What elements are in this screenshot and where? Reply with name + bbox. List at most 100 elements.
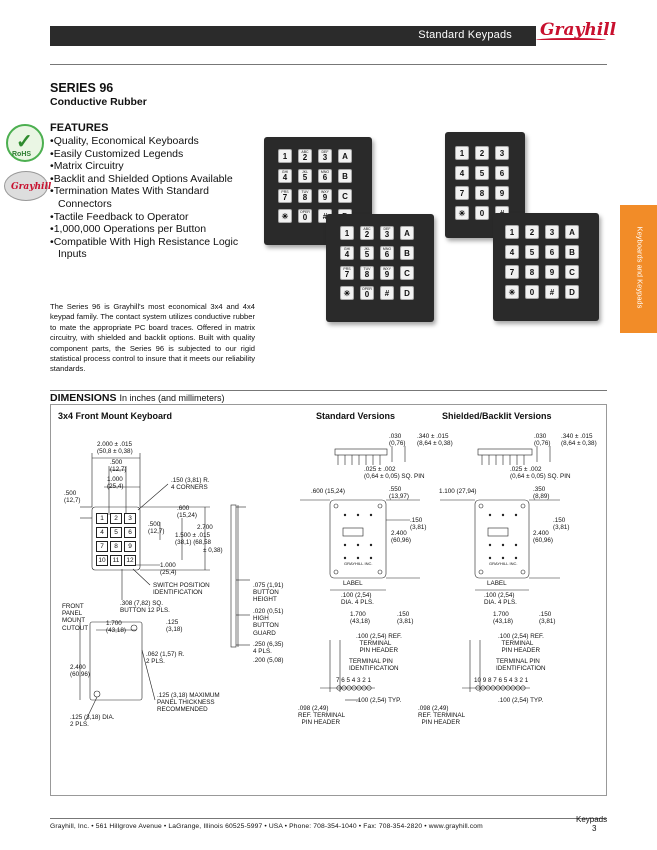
key-label: 4 (509, 248, 515, 257)
dim-label: .150(3,81) (397, 611, 413, 625)
dim-text: 2.700 (197, 524, 213, 531)
dim-text: 2.400 (533, 530, 549, 537)
dim-label: 1.700(43,18) (106, 620, 126, 634)
dim-text: .150 (410, 517, 423, 524)
features-heading: FEATURES (50, 122, 109, 134)
dim-label: 1.000(25,4) (160, 562, 176, 576)
key-label: 7 (282, 193, 288, 202)
keypad-key: 5 (475, 166, 489, 180)
dim-text: .100 (2,54) TYP. (498, 697, 544, 704)
dim-text: REF. TERMINAL (418, 712, 466, 720)
dim-text: .125 (3,18) MAXIMUM (157, 692, 220, 699)
feature-item: Easily Customized Legends (50, 148, 250, 161)
dim-text: 10 9 8 7 6 5 4 3 2 1 (474, 677, 529, 684)
checkmark-icon: ✓ (16, 131, 33, 153)
dim-label: .340 ± .015(8,64 ± 0,38) (417, 433, 453, 447)
key-label: ✳ (508, 288, 516, 297)
dim-label: GRAYHILL INC. (344, 560, 372, 567)
dim-text: MOUNT (62, 617, 86, 625)
keypad-key: 1 (340, 226, 354, 240)
key-legend: DEF (383, 227, 391, 231)
dim-text: HEIGHT (253, 596, 277, 604)
dim-label: .200 (5,08) (253, 657, 283, 664)
page-number: 3 (592, 824, 597, 833)
dim-text: PIN HEADER (421, 719, 461, 727)
keypad-key: B (565, 245, 579, 259)
feature-item: Matrix Circuitry (50, 160, 250, 173)
keypad-key: ✳ (278, 209, 292, 223)
dim-text: (0,76) (534, 440, 551, 448)
dim-label: 2.400(60,96) (391, 530, 411, 544)
dim-label: .100 (2,54) REF. TERMINAL PIN HEADER (356, 633, 402, 655)
dim-label: .062 (1,57) R.2 PLS. (146, 651, 185, 665)
key-label: 7 (509, 268, 515, 277)
key-legend: PRS (281, 190, 289, 194)
dim-label: .100 (2,54)DIA. 4 PLS. (341, 592, 374, 606)
dim-text: (15,24) (177, 512, 197, 520)
dim-text: PIN HEADER (301, 719, 341, 727)
keypad-key: 2 (475, 146, 489, 160)
keypad-key: 1 (278, 149, 292, 163)
dim-text: PIN HEADER (501, 647, 541, 655)
dim-label: .025 ± .002(0,64 ± 0,05) SQ. PIN (364, 466, 425, 480)
header-title: Standard Keypads (418, 29, 512, 41)
series-description: The Series 96 is Grayhill's most economi… (50, 302, 255, 374)
drawing-key: 5 (110, 527, 122, 538)
keypad-key: 2 (525, 225, 539, 239)
keypad-key: # (380, 286, 394, 300)
dim-label: 2.400(60,96) (533, 530, 553, 544)
keypad-key: B (400, 246, 414, 260)
dim-label: .100 (2,54) TYP. (356, 697, 401, 704)
dim-text: (8,89) (533, 493, 550, 501)
keypad-key: D (400, 286, 414, 300)
keypad-key: 8 (475, 186, 489, 200)
dim-text: .150 (553, 517, 566, 524)
dim-text: BUTTON (253, 589, 279, 597)
dim-text: .550 (389, 486, 402, 493)
footer-rule (50, 818, 607, 819)
key-label: A (569, 228, 575, 237)
dim-text: 2.000 ± .015 (97, 441, 132, 448)
dim-label: .100 (2,54) REF. TERMINAL PIN HEADER (498, 633, 544, 655)
key-label: 9 (322, 193, 328, 202)
feature-item: Backlit and Shielded Options Available (50, 173, 250, 186)
key-label: 0 (479, 209, 485, 218)
dim-text: .030 (534, 433, 547, 440)
dim-text: .020 (0,51) (253, 608, 284, 615)
dim-text: 2 PLS. (146, 658, 165, 666)
dim-label: ± 0,38) (203, 547, 223, 554)
key-label: 8 (479, 189, 485, 198)
dim-text: (12,7) (110, 466, 127, 474)
dim-label: .600(15,24) (177, 505, 197, 519)
dim-text: (8,64 ± 0,38) (417, 440, 453, 448)
dim-text: 1.700 (106, 620, 122, 627)
key-label: ✳ (458, 209, 466, 218)
dim-text: .100 (2,54) (341, 592, 372, 599)
keypad-key: 9 (545, 265, 559, 279)
key-label: ✳ (343, 289, 351, 298)
dim-text: GUARD (253, 629, 276, 637)
side-tab[interactable]: Keyboards and Keypads (620, 205, 657, 333)
key-label: C (569, 268, 575, 277)
dim-text: .100 (2,54) REF. (498, 633, 544, 640)
key-label: 5 (302, 173, 308, 182)
feature-item: 1,000,000 Operations per Button (50, 223, 250, 236)
key-label: 3 (384, 230, 390, 239)
drawing-key: 2 (110, 513, 122, 524)
key-label: 8 (364, 270, 370, 279)
drawing-key: 3 (124, 513, 136, 524)
dim-label: 1.700(43,18) (350, 611, 370, 625)
dim-label: .600 (15,24) (311, 488, 345, 495)
dim-text: ± .015 (192, 532, 210, 539)
key-label: 5 (364, 250, 370, 259)
key-label: # (322, 212, 328, 221)
key-label: 9 (499, 189, 505, 198)
rohs-label: RoHS (12, 151, 32, 158)
